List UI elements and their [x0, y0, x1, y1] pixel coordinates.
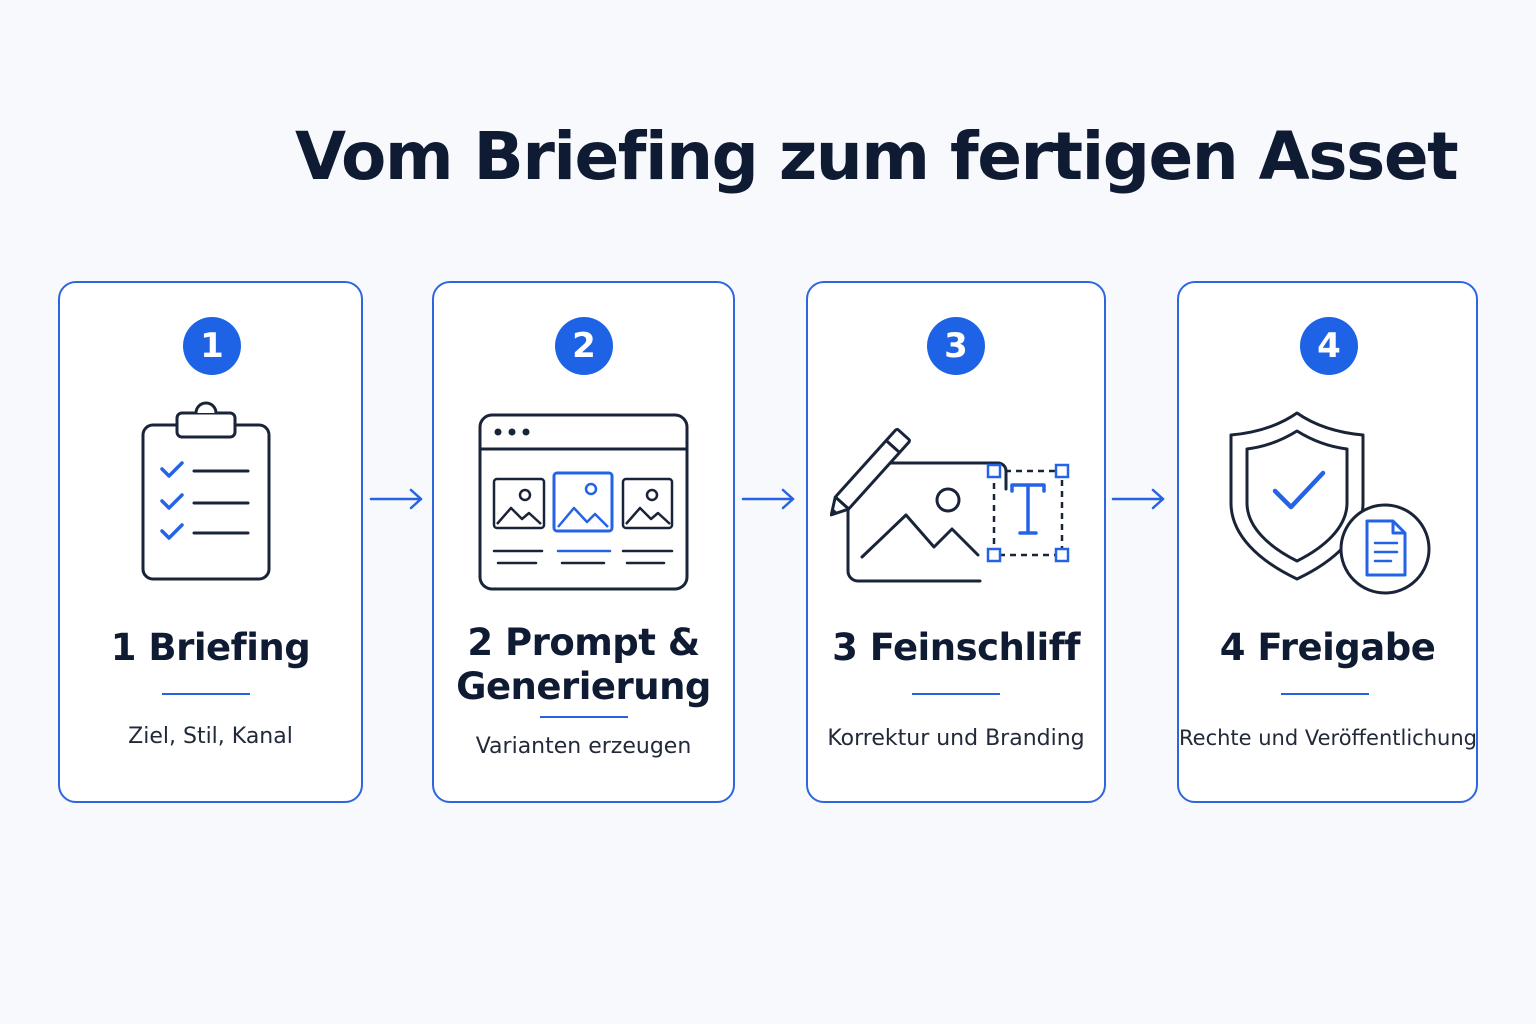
page-title: Vom Briefing zum fertigen Asset	[295, 118, 1459, 195]
browser-image-variants-icon	[478, 413, 689, 591]
step-title: 2 Prompt & Generierung	[434, 621, 733, 709]
step-title: 3 Feinschliff	[808, 626, 1104, 670]
step-card-briefing: 1 1 Briefing Ziel, Stil, Kanal	[58, 281, 363, 803]
divider	[162, 693, 250, 695]
arrow-right-icon	[369, 488, 423, 510]
divider	[1281, 693, 1369, 695]
step-title: 1 Briefing	[60, 626, 361, 670]
step-card-feinschliff: 3 3 Feinschliff Korrektur und Branding	[806, 281, 1106, 803]
divider	[912, 693, 1000, 695]
step-title-line: 3 Feinschliff	[832, 626, 1080, 669]
divider	[540, 716, 628, 718]
step-description: Korrektur und Branding	[827, 726, 1085, 751]
step-title-line: 2 Prompt &	[467, 621, 700, 664]
arrow-right-icon	[741, 488, 795, 510]
step-number-badge: 3	[927, 317, 985, 375]
step-title-line: 4 Freigabe	[1219, 626, 1436, 669]
step-description: Varianten erzeugen	[475, 734, 692, 759]
step-title-line: Generierung	[456, 665, 711, 708]
step-number-badge: 2	[555, 317, 613, 375]
step-description: Ziel, Stil, Kanal	[128, 724, 293, 749]
shield-check-document-icon	[1229, 411, 1431, 595]
step-number-badge: 4	[1300, 317, 1358, 375]
edit-image-text-icon	[830, 427, 1070, 583]
step-description: Rechte und Veröffentlichung	[1179, 726, 1477, 750]
step-title-line: 1 Briefing	[110, 626, 311, 669]
step-card-freigabe: 4 4 Freigabe Rechte und Veröffentlichung	[1177, 281, 1478, 803]
step-number-badge: 1	[183, 317, 241, 375]
step-card-prompt-generierung: 2 2 Prompt & Generierung Varianten erzeu…	[432, 281, 735, 803]
step-title: 4 Freigabe	[1179, 626, 1476, 670]
clipboard-checklist-icon	[141, 401, 271, 581]
arrow-right-icon	[1111, 488, 1165, 510]
